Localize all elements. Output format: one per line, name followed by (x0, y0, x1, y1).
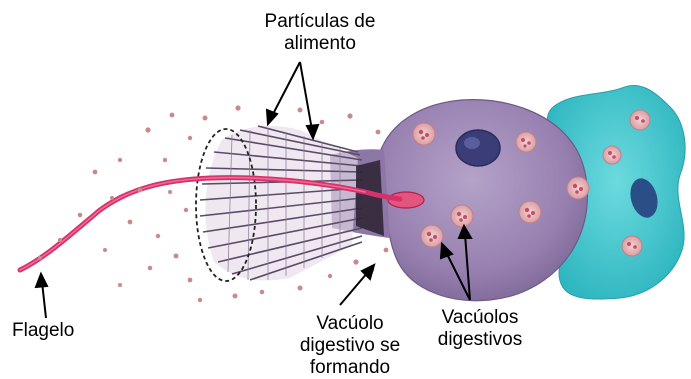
nucleolus (464, 137, 480, 149)
arrow-particles-right (300, 62, 312, 130)
label-particulas-line1: Partículas de (220, 11, 420, 33)
nucleus (456, 130, 500, 166)
label-vacuolo-formando-line2: digestivo se (270, 335, 430, 357)
label-vacuolo-digestivo-se-formando: Vacúolo digestivo se formando (270, 313, 430, 379)
arrow-particles-left (272, 62, 300, 116)
label-flagelo: Flagelo (12, 320, 74, 342)
arrowhead-particles-left (267, 110, 277, 124)
label-vacuolo-formando-line1: Vacúolo (270, 313, 430, 335)
label-vacuolo-formando-line3: formando (270, 357, 430, 379)
arrowhead-flagelo (36, 274, 47, 287)
label-vacuolos-digestivos: Vacúolos digestivos (420, 307, 540, 351)
label-particulas-alimento: Partículas de alimento (220, 11, 420, 55)
label-vacuolos-line2: digestivos (420, 329, 540, 351)
arrow-vacuolo-formando (340, 272, 368, 305)
label-vacuolos-line1: Vacúolos (420, 307, 540, 329)
label-particulas-line2: alimento (220, 33, 420, 55)
